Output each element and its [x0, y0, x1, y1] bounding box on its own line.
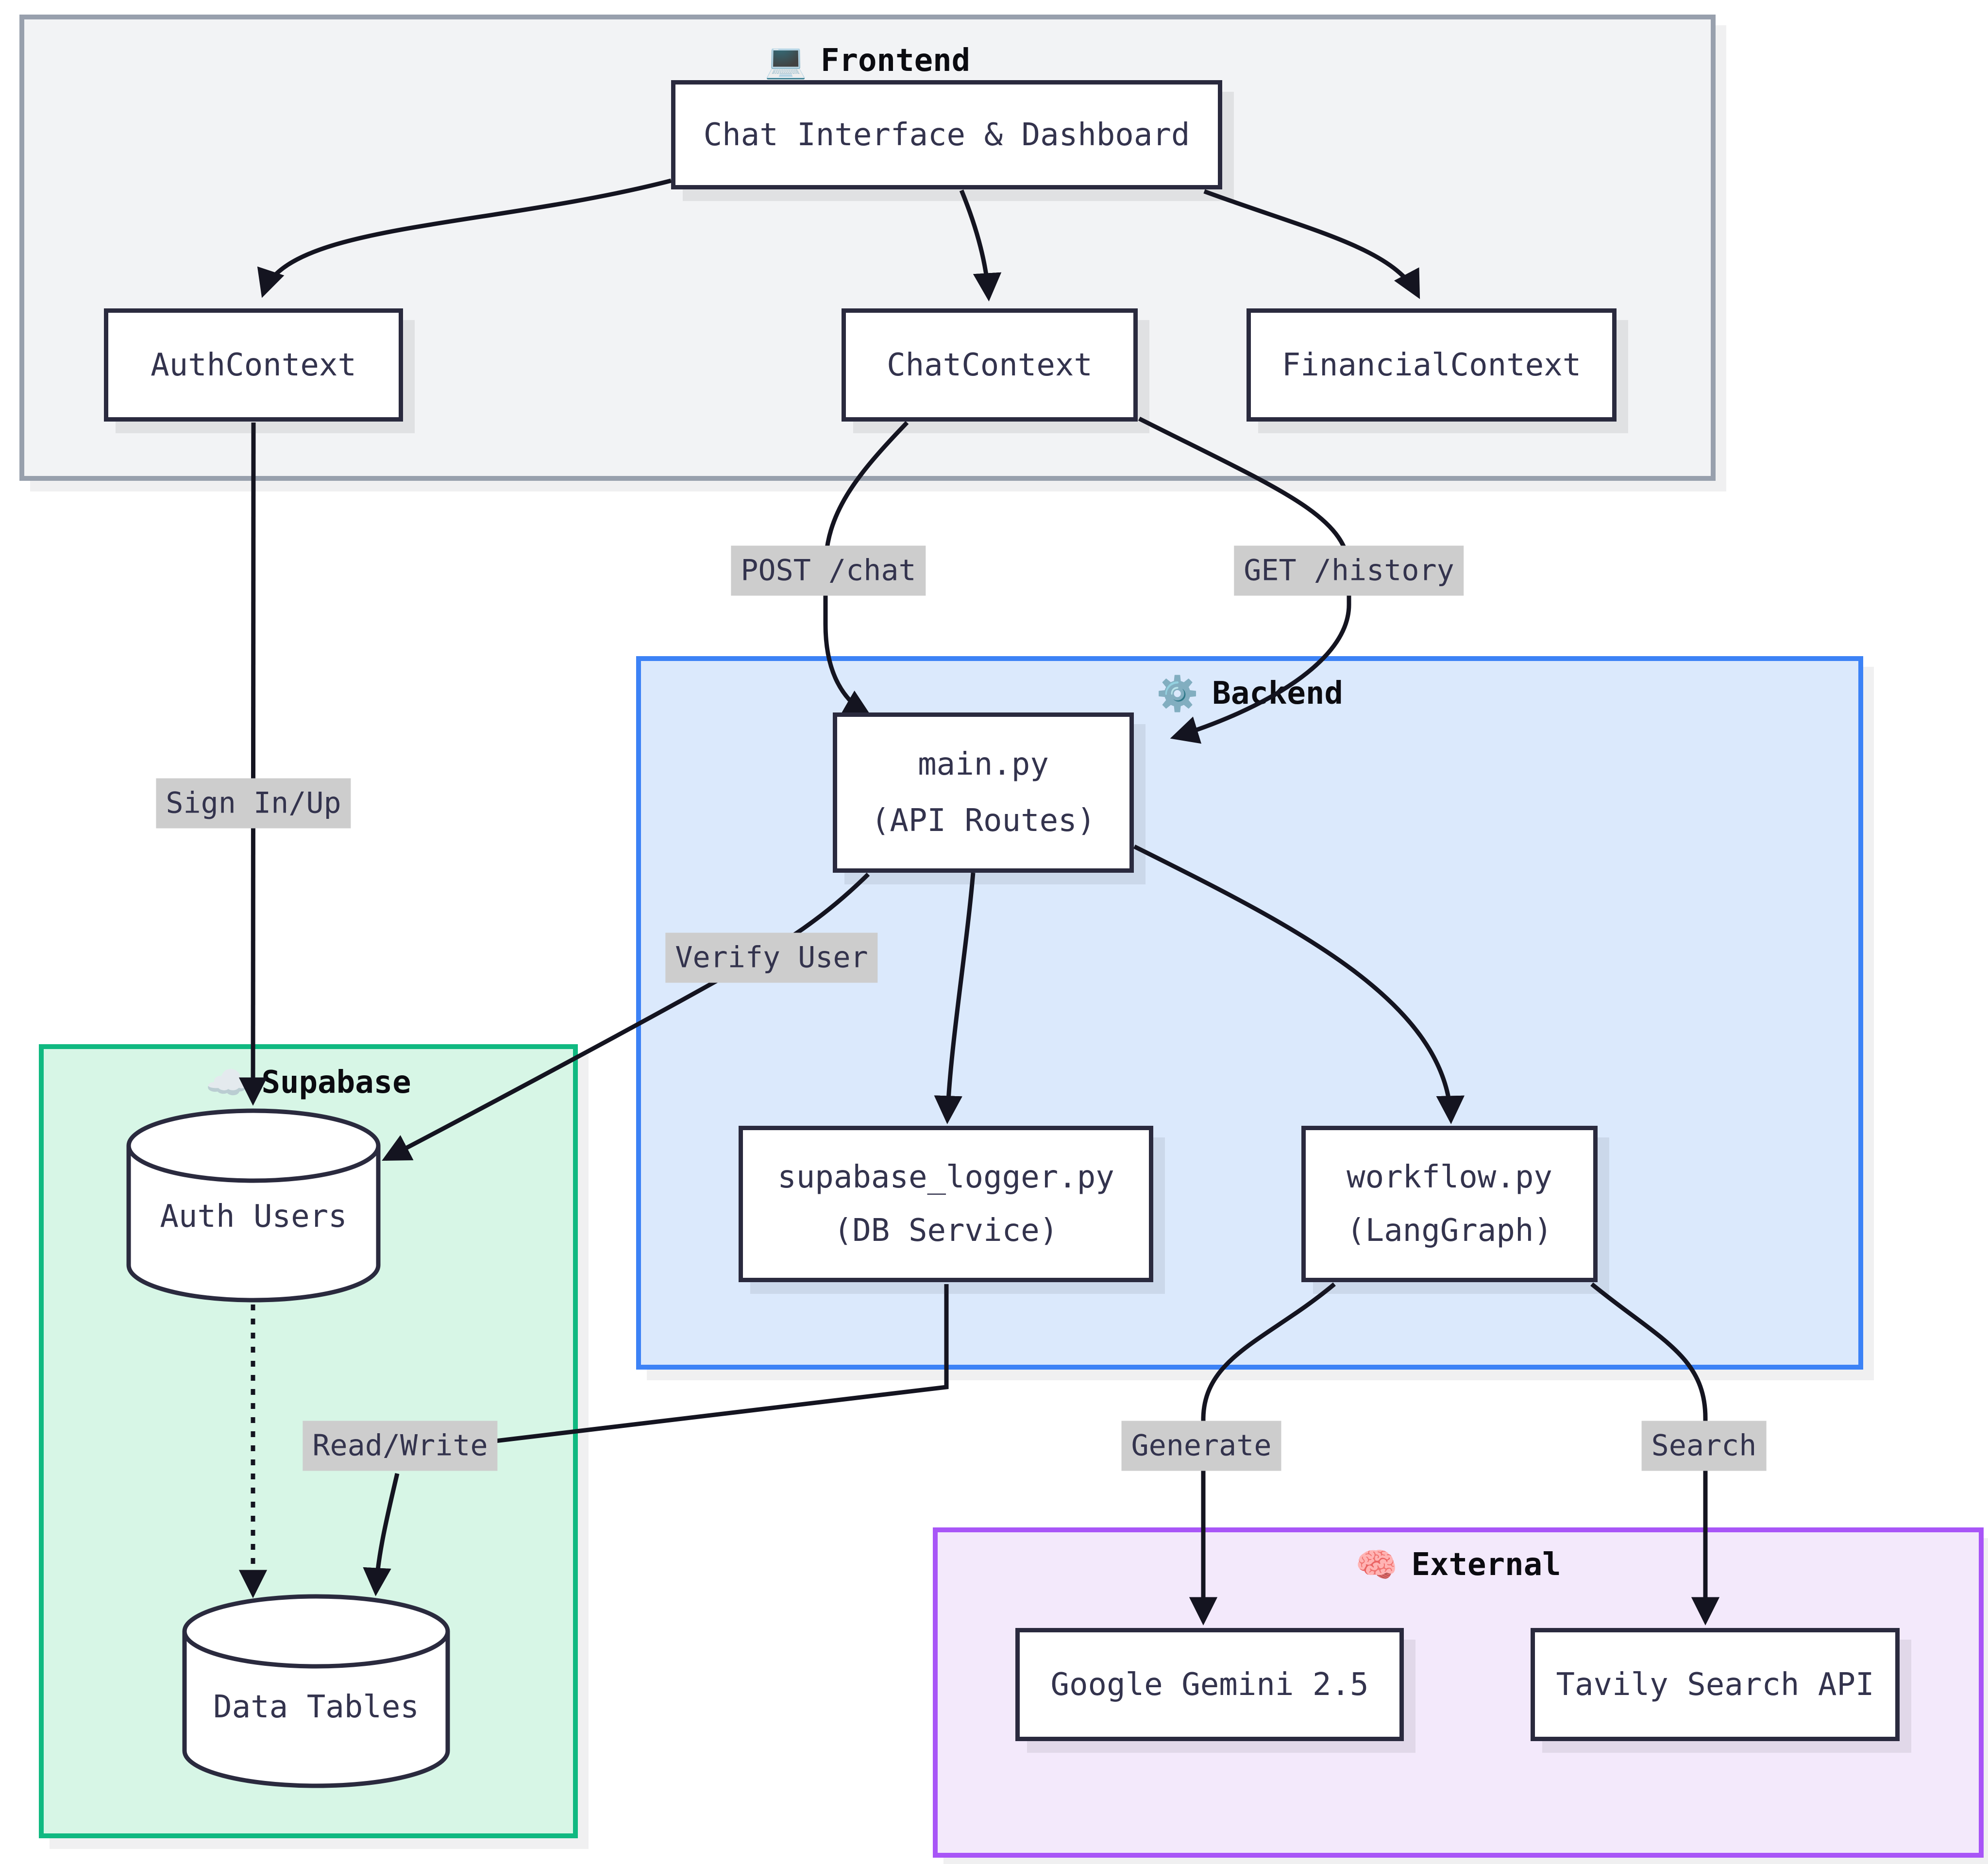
supabase-title: ☁️ Supabase [44, 1065, 573, 1101]
frontend-title-label: Frontend [820, 43, 971, 79]
node-workflow-py-line1: workflow.py [1347, 1159, 1552, 1195]
node-workflow-py: workflow.py (LangGraph) [1301, 1126, 1598, 1282]
laptop-icon: 💻 [764, 41, 807, 81]
node-auth-context: AuthContext [104, 308, 403, 422]
edge-label-post-chat: POST /chat [731, 545, 926, 596]
brain-icon: 🧠 [1355, 1545, 1398, 1585]
edge-verify-user [382, 872, 870, 1161]
edge-chat-to-financialcontext [1203, 189, 1420, 299]
auth-users-cylinder [126, 1108, 381, 1303]
edge-label-sign-in-up: Sign In/Up [156, 778, 351, 829]
edge-read-write-lower [363, 1473, 400, 1596]
edge-label-search: Search [1641, 1421, 1767, 1471]
supabase-title-label: Supabase [261, 1065, 411, 1101]
node-google-gemini: Google Gemini 2.5 [1015, 1628, 1404, 1741]
external-title-label: External [1411, 1547, 1561, 1583]
edge-read-write-upper [491, 1284, 949, 1444]
node-main-py-line1: main.py [918, 746, 1049, 782]
external-title: 🧠 External [938, 1547, 1979, 1583]
node-supabase-logger-line2: (DB Service) [833, 1213, 1059, 1249]
node-financial-context: FinancialContext [1247, 308, 1617, 422]
node-chat-context-label: ChatContext [887, 347, 1093, 383]
edge-label-read-write: Read/Write [303, 1421, 498, 1471]
auth-users-label: Auth Users [160, 1199, 347, 1235]
edge-chat-to-authcontext [257, 178, 672, 298]
node-chat-interface-label: Chat Interface & Dashboard [703, 117, 1190, 153]
edge-generate [1189, 1282, 1336, 1626]
node-google-gemini-label: Google Gemini 2.5 [1050, 1666, 1369, 1703]
node-financial-context-label: FinancialContext [1281, 347, 1582, 383]
edge-chat-to-chatcontext [959, 189, 1002, 302]
frontend-title: 💻 Frontend [24, 43, 1711, 79]
node-main-py-line2: (API Routes) [871, 803, 1096, 839]
node-supabase-logger-line1: supabase_logger.py [777, 1159, 1114, 1195]
node-workflow-py-line2: (LangGraph) [1347, 1213, 1552, 1249]
node-chat-interface: Chat Interface & Dashboard [671, 80, 1222, 189]
edge-label-get-history: GET /history [1234, 545, 1464, 596]
node-tavily-search: Tavily Search API [1531, 1628, 1900, 1741]
node-main-py: main.py (API Routes) [833, 712, 1134, 873]
edge-label-verify-user: Verify User [665, 932, 878, 983]
node-tavily-search-label: Tavily Search API [1556, 1666, 1874, 1703]
edge-main-to-logger [934, 872, 976, 1124]
edge-label-generate: Generate [1121, 1421, 1281, 1471]
node-supabase-logger: supabase_logger.py (DB Service) [739, 1126, 1153, 1282]
gear-icon: ⚙️ [1156, 674, 1199, 713]
node-chat-context: ChatContext [842, 308, 1138, 422]
backend-title: ⚙️ Backend [641, 676, 1858, 712]
data-tables-cylinder [182, 1594, 450, 1788]
data-tables-label: Data Tables [213, 1689, 419, 1725]
node-auth-context-label: AuthContext [151, 347, 356, 383]
edge-search [1590, 1282, 1720, 1626]
edge-main-to-workflow [1133, 844, 1465, 1124]
